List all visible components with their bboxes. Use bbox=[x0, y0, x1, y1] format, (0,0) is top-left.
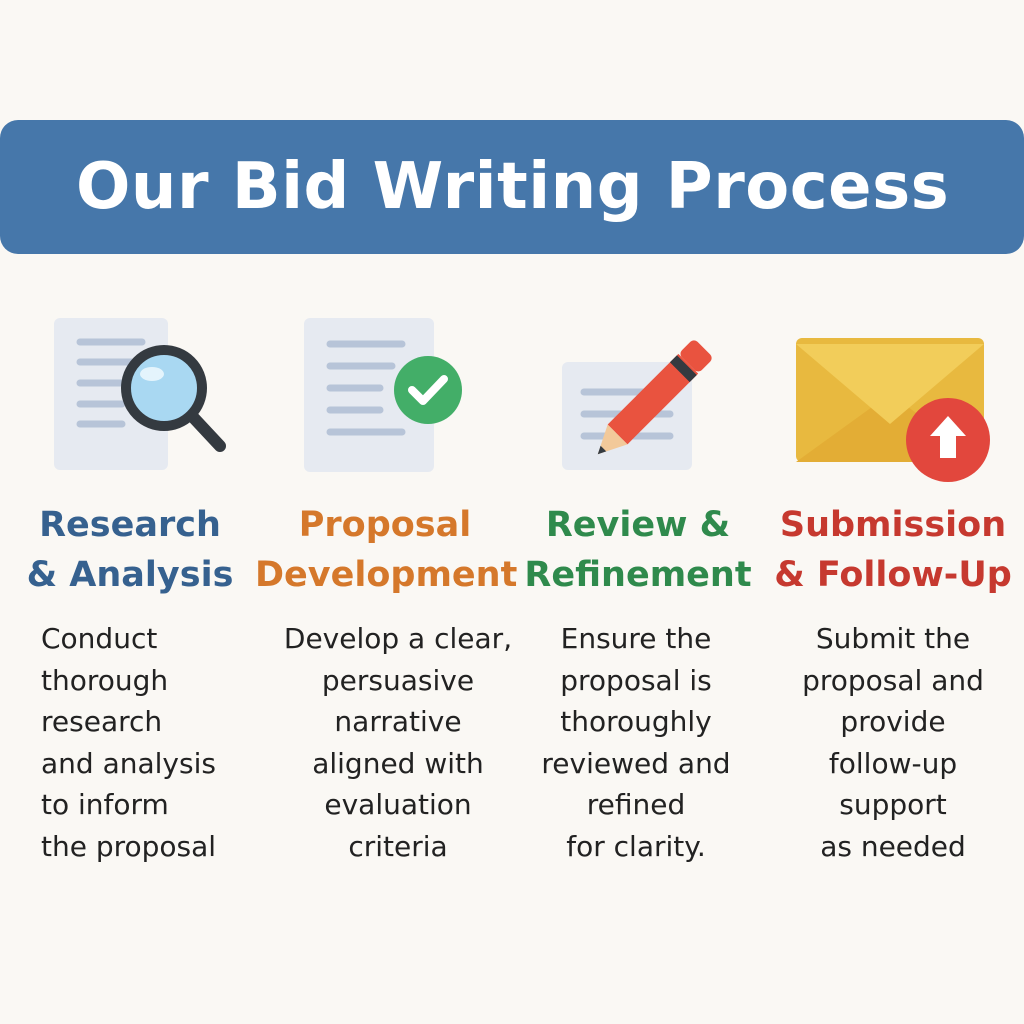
description-line: the proposal bbox=[41, 829, 217, 863]
description-line: narrative bbox=[334, 705, 462, 738]
description-line: and analysis bbox=[41, 746, 216, 780]
heading-line: Refinement bbox=[524, 555, 752, 595]
step-description-submission: Submit the proposal and provide follow-u… bbox=[763, 618, 1023, 867]
title-banner: Our Bid Writing Process bbox=[0, 120, 1024, 254]
step-heading-proposal: Proposal Development bbox=[255, 500, 518, 600]
description-line: reviewed and bbox=[541, 746, 731, 780]
description-line: persuasive bbox=[321, 663, 475, 697]
description-line: Conduct bbox=[41, 622, 158, 655]
step-heading-submission: Submission & Follow-Up bbox=[763, 500, 1023, 600]
description-line: follow-up bbox=[828, 746, 958, 780]
document-pencil-icon bbox=[560, 322, 730, 476]
heading-line: Proposal bbox=[298, 505, 472, 545]
heading-line: & Analysis bbox=[26, 555, 234, 595]
step-heading-research: Research & Analysis bbox=[0, 500, 260, 600]
description-line: research bbox=[41, 705, 163, 738]
heading-line: Research bbox=[39, 505, 221, 545]
step-description-review: Ensure the proposal is thoroughly review… bbox=[506, 618, 766, 867]
description-line: criteria bbox=[348, 829, 448, 863]
description-line: to inform bbox=[41, 788, 169, 821]
description-line: evaluation bbox=[324, 788, 472, 821]
document-check-icon bbox=[302, 316, 472, 480]
step-description-research: Conduct thorough research and analysis t… bbox=[41, 618, 301, 867]
step-heading-review: Review & Refinement bbox=[508, 500, 768, 600]
document-magnifier-icon bbox=[52, 316, 232, 480]
description-line: as needed bbox=[820, 829, 966, 863]
envelope-upload-icon bbox=[794, 334, 994, 488]
description-line: thorough bbox=[41, 663, 169, 697]
description-line: for clarity. bbox=[566, 829, 706, 863]
step-description-proposal: Develop a clear, persuasive narrative al… bbox=[268, 618, 528, 867]
description-line: Ensure the bbox=[560, 622, 712, 655]
description-line: aligned with bbox=[312, 746, 484, 780]
description-line: Develop a clear, bbox=[283, 622, 513, 655]
description-line: proposal is bbox=[560, 663, 712, 697]
heading-line: Development bbox=[255, 555, 518, 595]
description-line: refined bbox=[586, 788, 686, 821]
description-line: provide bbox=[840, 705, 946, 738]
heading-line: Review & bbox=[545, 505, 731, 545]
description-line: Submit the bbox=[815, 622, 971, 655]
description-line: thoroughly bbox=[560, 705, 712, 738]
description-line: support bbox=[839, 788, 947, 821]
heading-line: & Follow-Up bbox=[774, 555, 1012, 595]
description-line: proposal and bbox=[802, 663, 984, 697]
heading-line: Submission bbox=[779, 505, 1007, 545]
page-title: Our Bid Writing Process bbox=[76, 150, 950, 224]
